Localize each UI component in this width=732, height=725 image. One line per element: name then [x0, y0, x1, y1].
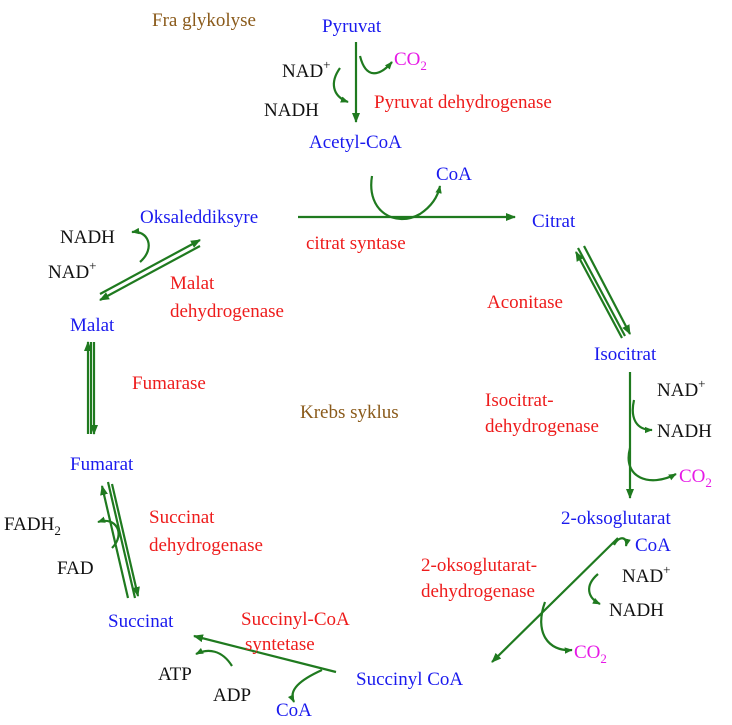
- arrow-isocitrat-citrat-back: [575, 251, 623, 339]
- cofactor-nadh-mdh: NADH: [60, 227, 115, 248]
- arrow-malat-to-oksaleddiksyre: [99, 239, 201, 295]
- co2-idh: CO2: [679, 466, 712, 490]
- arrow-co2-release-idh: [627, 447, 677, 482]
- cofactor-coa-scs: CoA: [276, 700, 312, 721]
- cofactor-atp: ATP: [158, 664, 192, 685]
- reaction-arrows: [84, 42, 677, 703]
- arrow-nad-to-nadh-pdh: [332, 67, 349, 104]
- co2-pdh: CO2: [394, 49, 427, 73]
- heading-krebs-cycle: Krebs syklus: [300, 402, 399, 423]
- metabolite-2-oksoglutarat: 2-oksoglutarat: [561, 508, 671, 529]
- arrow-nad-to-nadh-kgdh: [588, 573, 601, 605]
- co2-labels: CO2 CO2 CO2: [394, 49, 712, 666]
- arrow-co2-release-pdh: [358, 55, 393, 75]
- enzyme-malat-dh-line1: Malat: [170, 273, 215, 294]
- cofactor-nad-mdh: NAD+: [48, 258, 97, 283]
- cofactor-nad-idh: NAD+: [657, 376, 706, 401]
- arrow-fumarat-to-succinat: [110, 483, 140, 597]
- metabolite-labels: Pyruvat Acetyl-CoA Citrat Isocitrat 2-ok…: [70, 16, 671, 690]
- cofactor-adp: ADP: [213, 685, 251, 706]
- enzyme-succinat-dh-line1: Succinat: [149, 507, 215, 528]
- cofactor-labels: NAD+ NADH NAD+ NADH NAD+ NADH ATP ADP FA…: [4, 57, 712, 706]
- cofactor-coa-kgdh: CoA: [635, 535, 671, 556]
- cofactor-nadh-kgdh: NADH: [609, 600, 664, 621]
- arrow-nad-to-nadh-mdh: [131, 227, 150, 263]
- arrow-adp-to-atp: [195, 647, 233, 667]
- arrow-oksaleddiksyre-to-malat: [99, 245, 201, 301]
- metabolite-citrat: Citrat: [532, 211, 576, 232]
- arrow-citrat-isocitrat-head: [583, 245, 631, 335]
- metabolite-oksaleddiksyre: Oksaleddiksyre: [140, 207, 258, 228]
- enzyme-oksoglutarat-dh-line2: dehydrogenase: [421, 581, 535, 602]
- arrow-succinat-fumarat-line: [106, 481, 137, 599]
- metabolite-pyruvat: Pyruvat: [322, 16, 382, 37]
- arrow-citrat-isocitrat-forward: [577, 247, 626, 337]
- arrow-coa-uptake-kgdh: [613, 537, 631, 547]
- enzyme-succinyl-syntetase-line2: syntetase: [245, 634, 315, 655]
- arrow-coa-release-citrat-syntase: [370, 175, 442, 220]
- metabolite-succinat: Succinat: [108, 611, 174, 632]
- metabolite-malat: Malat: [70, 315, 115, 336]
- coa-labels: CoA CoA CoA: [276, 164, 671, 721]
- metabolite-fumarat: Fumarat: [70, 454, 134, 475]
- arrow-oksoglutarat-to-succinylcoa: [491, 537, 619, 663]
- enzyme-pyruvat-dehydrogenase: Pyruvat dehydrogenase: [374, 92, 552, 113]
- cofactor-fadh2: FADH2: [4, 514, 61, 538]
- arrow-fad-to-fadh2: [97, 516, 120, 549]
- cofactor-coa-citrat-syntase: CoA: [436, 164, 472, 185]
- enzyme-fumarase: Fumarase: [132, 373, 206, 394]
- co2-kgdh: CO2: [574, 642, 607, 666]
- cofactor-nadh-idh: NADH: [657, 421, 712, 442]
- cofactor-nad-kgdh: NAD+: [622, 562, 671, 587]
- enzyme-aconitase: Aconitase: [487, 292, 563, 313]
- arrow-nad-to-nadh-idh: [631, 399, 653, 434]
- metabolite-isocitrat: Isocitrat: [594, 344, 657, 365]
- arrow-coa-release-scs: [287, 668, 323, 703]
- enzyme-succinyl-syntetase-line1: Succinyl-CoA: [241, 609, 350, 630]
- enzyme-isocitrat-dh-line1: Isocitrat-: [485, 390, 554, 411]
- enzyme-labels: Pyruvat dehydrogenase citrat syntase Aco…: [132, 92, 599, 655]
- enzyme-isocitrat-dh-line2: dehydrogenase: [485, 416, 599, 437]
- cofactor-fad: FAD: [57, 558, 94, 579]
- enzyme-oksoglutarat-dh-line1: 2-oksoglutarat-: [421, 555, 537, 576]
- arrow-co2-release-kgdh: [540, 601, 573, 654]
- enzyme-succinat-dh-line2: dehydrogenase: [149, 535, 263, 556]
- metabolite-succinyl-coa: Succinyl CoA: [356, 669, 463, 690]
- enzyme-malat-dh-line2: dehydrogenase: [170, 301, 284, 322]
- arrow-succinylcoa-to-succinat: [193, 634, 337, 674]
- heading-from-glycolysis: Fra glykolyse: [152, 10, 256, 31]
- arrow-succinat-to-fumarat: [100, 485, 130, 599]
- metabolite-acetyl-coa: Acetyl-CoA: [309, 132, 402, 153]
- cofactor-nadh-pdh: NADH: [264, 100, 319, 121]
- cofactor-nad-pdh: NAD+: [282, 57, 331, 82]
- enzyme-citrat-syntase: citrat syntase: [306, 233, 406, 254]
